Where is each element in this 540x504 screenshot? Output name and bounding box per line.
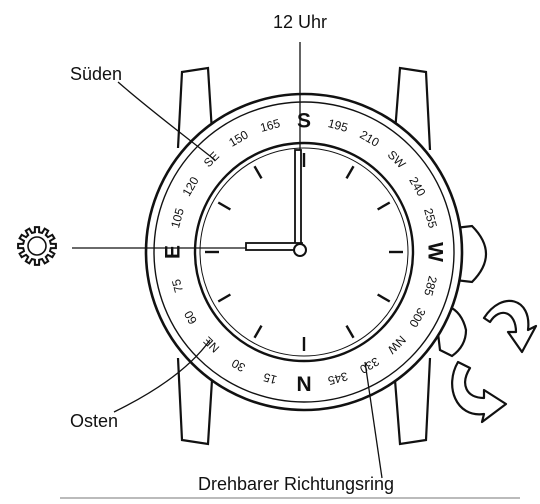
lug-top-left — [176, 66, 214, 149]
dial-tick — [377, 293, 391, 303]
dial-tick — [217, 201, 231, 211]
bezel-mark: 345 — [326, 369, 349, 388]
sun-icon — [17, 226, 57, 266]
bezel-cardinal-north: N — [296, 372, 311, 395]
bezel-mark: 60 — [181, 308, 200, 327]
dial-tick — [217, 293, 231, 303]
rotate-arrow-upper — [482, 299, 538, 354]
bezel-mark: 255 — [421, 207, 440, 230]
south-leader-line — [117, 81, 216, 161]
twelve-oclock-label: 12 Uhr — [273, 12, 327, 32]
bezel-cardinal-east: E — [162, 245, 185, 259]
dial-inner-edge — [199, 147, 409, 357]
lug-bottom-right — [393, 357, 432, 446]
bezel-mark: 195 — [326, 116, 349, 135]
bezel-mark: 165 — [259, 116, 282, 135]
south-label: Süden — [70, 64, 122, 84]
bezel-mark: 30 — [229, 356, 248, 375]
ring-leader-line — [364, 361, 383, 479]
dial-tick — [253, 325, 263, 339]
bezel-edge — [153, 101, 455, 403]
dial-tick — [345, 165, 355, 179]
rotate-arrow-lower — [451, 360, 508, 424]
dial-tick — [377, 201, 391, 211]
rotating-ring-label: Drehbarer Richtungsring — [198, 474, 394, 494]
minute-hand — [294, 149, 302, 251]
bezel-mark: 105 — [168, 206, 187, 229]
bezel-cardinal-south: S — [297, 110, 311, 133]
guide-lines — [72, 42, 383, 479]
hand-pivot — [293, 243, 307, 257]
bezel-mark: 75 — [169, 277, 186, 294]
bezel-mark: 285 — [421, 274, 440, 297]
east-leader-line — [113, 339, 211, 413]
bezel-mark: 15 — [262, 370, 279, 387]
watch-hands — [245, 149, 307, 257]
lug-bottom-left — [176, 357, 214, 446]
dial-ticks — [205, 153, 403, 351]
dial-tick — [253, 165, 263, 179]
rotate-arrows-icon — [451, 299, 538, 424]
east-label: Osten — [70, 411, 118, 431]
bezel-cardinal-west: W — [424, 242, 447, 262]
dial-tick — [345, 325, 355, 339]
